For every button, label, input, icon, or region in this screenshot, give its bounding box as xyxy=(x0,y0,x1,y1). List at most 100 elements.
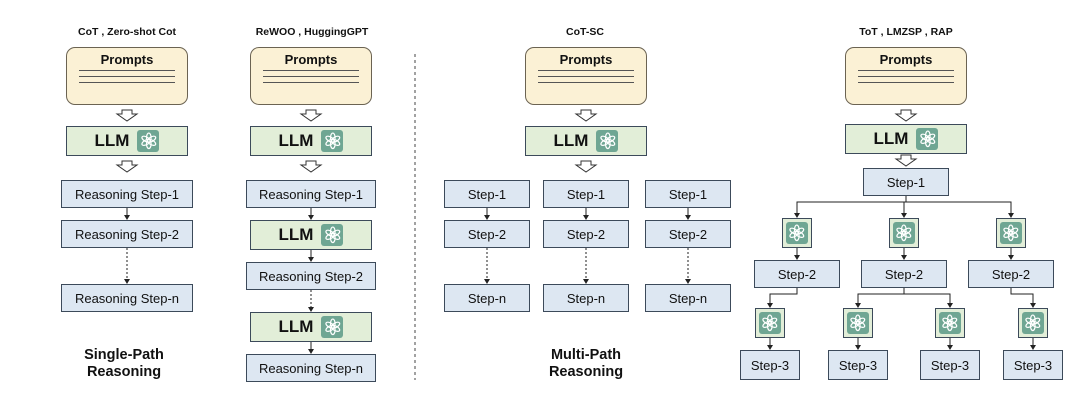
llm-icon-box-tot-l1-3 xyxy=(996,218,1026,248)
llm-icon-box-tot-l2-1 xyxy=(755,308,785,338)
down-arrow-icon xyxy=(947,303,953,308)
step-3-tot-2-label: Step-3 xyxy=(838,357,878,373)
hollow-down-arrow-icon xyxy=(299,160,323,173)
prompt-text-line xyxy=(858,76,954,77)
prompt-text-line xyxy=(858,82,954,83)
openai-logo-icon xyxy=(137,130,160,152)
reasoning-step-1-rewoo-label: Reasoning Step-1 xyxy=(258,186,364,202)
down-arrow-icon xyxy=(124,279,130,284)
reasoning-step-2-rewoo: Reasoning Step-2 xyxy=(246,262,376,290)
column-title-tot: ToT , LMZSP , RAP xyxy=(859,26,953,38)
reasoning-step-1-cot-label: Reasoning Step-1 xyxy=(74,186,180,202)
hollow-down-arrow-icon xyxy=(574,160,598,173)
reasoning-step-2-rewoo-label: Reasoning Step-2 xyxy=(258,268,364,284)
prompt-text-line xyxy=(263,76,359,77)
step-1-cotsc-3: Step-1 xyxy=(645,180,731,208)
step-3-tot-3: Step-3 xyxy=(920,350,980,380)
hollow-down-arrow-icon xyxy=(894,154,918,167)
multi-path-reasoning-title-line2: Reasoning xyxy=(548,364,624,380)
hollow-down-arrow-icon xyxy=(115,160,139,173)
prompt-text-line xyxy=(538,70,634,71)
column-title-cot: CoT , Zero-shot Cot xyxy=(78,26,176,38)
llm-icon-box-tot-l2-3 xyxy=(935,308,965,338)
connector-line xyxy=(903,288,951,304)
prompt-box-cotsc-label: Prompts xyxy=(559,52,613,67)
step-1-cotsc-2-label: Step-1 xyxy=(566,186,606,202)
prompt-box-tot: Prompts xyxy=(845,47,967,105)
down-arrow-icon xyxy=(1008,213,1014,218)
down-arrow-icon xyxy=(308,307,314,312)
openai-logo-icon xyxy=(1000,222,1022,244)
step-3-tot-4: Step-3 xyxy=(1003,350,1063,380)
prompt-box-rewoo-label: Prompts xyxy=(284,52,338,67)
single-path-reasoning-title-line1: Single-Path xyxy=(84,347,164,363)
prompt-text-line xyxy=(79,82,175,83)
prompt-box-cot: Prompts xyxy=(66,47,188,105)
reasoning-step-2-cot-label: Reasoning Step-2 xyxy=(74,226,180,242)
prompt-text-line xyxy=(538,82,634,83)
step-2-tot-1-label: Step-2 xyxy=(777,266,817,282)
step-1-cotsc-1-label: Step-1 xyxy=(467,186,507,202)
llm-box-rewoo-3: LLM xyxy=(250,312,372,342)
llm-box-cot: LLM xyxy=(66,126,188,156)
openai-logo-icon xyxy=(1022,312,1044,334)
connector-line xyxy=(905,196,1012,214)
llm-box-cotsc-label: LLM xyxy=(553,131,589,150)
down-arrow-icon xyxy=(767,345,773,350)
openai-logo-icon xyxy=(847,312,869,334)
connector-line xyxy=(1010,288,1034,304)
step-2-cotsc-1-label: Step-2 xyxy=(467,226,507,242)
llm-box-cotsc: LLM xyxy=(525,126,647,156)
down-arrow-icon xyxy=(484,215,490,220)
down-arrow-icon xyxy=(1008,255,1014,260)
llm-box-rewoo-2: LLM xyxy=(250,220,372,250)
down-arrow-icon xyxy=(794,255,800,260)
down-arrow-icon xyxy=(583,215,589,220)
openai-logo-icon xyxy=(759,312,781,334)
openai-logo-icon xyxy=(916,128,939,150)
column-title-cotsc: CoT-SC xyxy=(566,26,604,38)
step-2-tot-3: Step-2 xyxy=(968,260,1054,288)
step-2-tot-2: Step-2 xyxy=(861,260,947,288)
llm-box-rewoo-3-label: LLM xyxy=(278,317,314,336)
step-1-tot-label: Step-1 xyxy=(886,174,926,190)
step-1-tot: Step-1 xyxy=(863,168,949,196)
down-arrow-icon xyxy=(124,215,130,220)
down-arrow-icon xyxy=(794,213,800,218)
down-arrow-icon xyxy=(855,303,861,308)
step-1-cotsc-1: Step-1 xyxy=(444,180,530,208)
openai-logo-icon xyxy=(786,222,808,244)
down-arrow-icon xyxy=(308,349,314,354)
step-1-cotsc-2: Step-1 xyxy=(543,180,629,208)
prompt-text-line xyxy=(263,82,359,83)
llm-icon-box-tot-l1-1 xyxy=(782,218,812,248)
down-arrow-icon xyxy=(308,215,314,220)
step-n-cotsc-2-label: Step-n xyxy=(566,290,606,306)
step-2-cotsc-3-label: Step-2 xyxy=(668,226,708,242)
connector-line xyxy=(796,196,907,214)
openai-logo-icon xyxy=(893,222,915,244)
prompt-box-cotsc: Prompts xyxy=(525,47,647,105)
step-3-tot-1-label: Step-3 xyxy=(750,357,790,373)
down-arrow-icon xyxy=(308,257,314,262)
reasoning-step-n-cot-label: Reasoning Step-n xyxy=(74,290,180,306)
step-2-cotsc-2-label: Step-2 xyxy=(566,226,606,242)
reasoning-step-1-cot: Reasoning Step-1 xyxy=(61,180,193,208)
step-3-tot-1: Step-3 xyxy=(740,350,800,380)
openai-logo-icon xyxy=(939,312,961,334)
step-n-cotsc-3-label: Step-n xyxy=(668,290,708,306)
step-2-tot-1: Step-2 xyxy=(754,260,840,288)
llm-box-rewoo-1-label: LLM xyxy=(278,131,314,150)
openai-logo-icon xyxy=(321,224,344,246)
reasoning-step-n-cot: Reasoning Step-n xyxy=(61,284,193,312)
llm-box-rewoo-1: LLM xyxy=(250,126,372,156)
reasoning-step-2-cot: Reasoning Step-2 xyxy=(61,220,193,248)
column-title-rewoo: ReWOO , HuggingGPT xyxy=(255,26,369,38)
reasoning-step-n-rewoo: Reasoning Step-n xyxy=(246,354,376,382)
step-2-cotsc-1: Step-2 xyxy=(444,220,530,248)
openai-logo-icon xyxy=(321,316,344,338)
openai-logo-icon xyxy=(596,130,619,152)
